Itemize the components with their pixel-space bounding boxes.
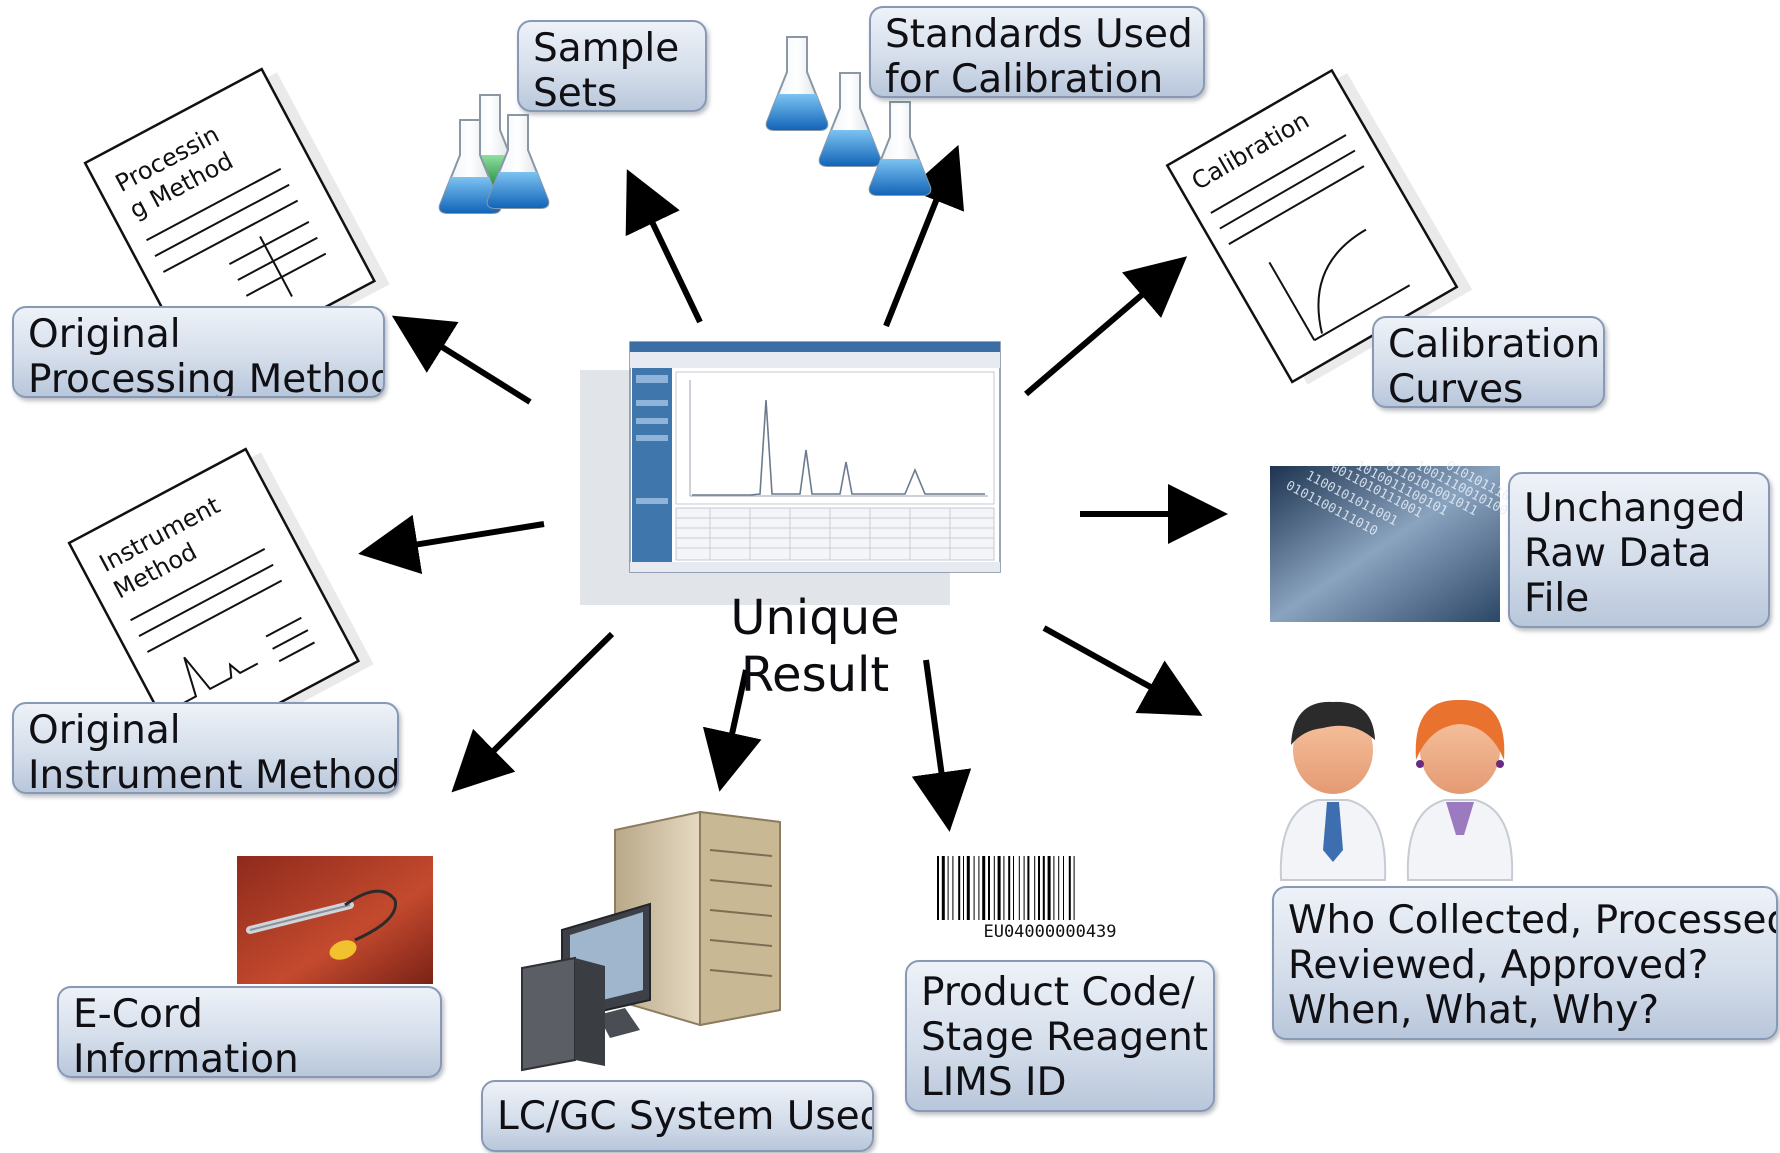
barcode-bar — [1047, 856, 1051, 920]
barcode-bar — [973, 856, 975, 920]
label-raw-data-line-1: Unchanged — [1524, 486, 1746, 531]
label-instrument-line-1: Original — [28, 708, 181, 753]
software-screenshot — [580, 341, 1001, 605]
barcode-bar — [997, 856, 1001, 920]
label-processing-line-1: Original — [28, 312, 181, 357]
barcode-icon — [937, 856, 1075, 920]
label-raw-data: Unchanged Raw Data File — [1508, 472, 1770, 628]
ecord-image — [237, 856, 433, 984]
barcode-bar — [947, 856, 949, 920]
label-product-line-2: Stage Reagent — [921, 1015, 1209, 1060]
scientists-icon — [1279, 699, 1514, 881]
barcode-bar — [1063, 856, 1064, 920]
barcode-bar — [1027, 856, 1030, 920]
barcode-bar — [1038, 856, 1040, 920]
barcode-bar — [1013, 856, 1014, 920]
label-calibration-curves: Calibration Curves — [1372, 316, 1605, 408]
barcode-bar — [993, 856, 995, 920]
arrow-to-calibration — [1024, 256, 1188, 397]
label-standards: Standards Used for Calibration — [869, 6, 1205, 98]
barcode-bar — [966, 856, 970, 920]
arrow-to-people — [1042, 625, 1203, 716]
barcode-bar — [1042, 856, 1045, 920]
label-standards-line-2: for Calibration — [885, 57, 1164, 98]
label-processing-line-2: Processing Method — [28, 357, 385, 398]
computer-server-icon — [521, 810, 781, 1072]
instrument-method-document: Instrument Method — [67, 447, 374, 759]
label-ecord-line-1: E-Cord — [73, 992, 203, 1037]
label-people-line-3: When, What, Why? — [1288, 988, 1660, 1033]
barcode-bar — [978, 856, 980, 920]
barcode-bar — [963, 856, 964, 920]
barcode-bar — [1073, 856, 1075, 920]
label-system-line-1: LC/GC System Used — [497, 1094, 874, 1139]
processing-method-document: Processin g Method — [83, 67, 390, 379]
barcode-bar — [1034, 856, 1036, 920]
barcode-bar — [1053, 856, 1055, 920]
arrows — [358, 144, 1228, 832]
barcode-bar — [937, 856, 939, 920]
arrow-to-product — [911, 659, 972, 832]
barcode-bar — [982, 856, 986, 920]
unique-result-line-1: Unique — [730, 590, 900, 646]
label-instrument-method: Original Instrument Method — [12, 702, 399, 794]
label-standards-line-1: Standards Used — [885, 12, 1193, 57]
arrow-to-ecord — [451, 631, 615, 793]
binary-data-image: 0101100111010 1100101011001 001101011100… — [1270, 458, 1540, 622]
barcode-bar — [1023, 856, 1025, 920]
label-people-line-1: Who Collected, Processed — [1288, 898, 1778, 943]
label-product-code: Product Code/ Stage Reagent LIMS ID — [905, 960, 1215, 1112]
arrow-to-instrument — [358, 514, 545, 574]
label-people: Who Collected, Processed Reviewed, Appro… — [1272, 886, 1778, 1040]
chromatogram-trace — [692, 399, 985, 496]
barcode-bar — [1058, 856, 1060, 920]
barcode-bar — [958, 856, 961, 920]
label-calibration-line-2: Curves — [1388, 367, 1524, 408]
barcode-bar — [1003, 856, 1005, 920]
unique-result-title: Unique Result — [700, 590, 930, 704]
label-sample-sets-line-1: Sample — [533, 26, 680, 71]
standards-flasks-icon — [765, 36, 932, 196]
label-ecord-line-2: Information — [73, 1037, 299, 1078]
label-raw-data-line-2: Raw Data — [1524, 531, 1712, 576]
label-ecord: E-Cord Information — [57, 986, 442, 1078]
label-product-line-1: Product Code/ — [921, 970, 1195, 1015]
label-sample-sets: Sample Sets — [517, 20, 707, 112]
unique-result-line-2: Result — [740, 647, 890, 703]
label-people-line-2: Reviewed, Approved? — [1288, 943, 1709, 988]
arrow-to-sample-sets — [625, 169, 703, 324]
label-instrument-line-2: Instrument Method — [28, 753, 399, 794]
label-raw-data-line-3: File — [1524, 576, 1590, 621]
arrow-to-system — [702, 669, 762, 792]
barcode-bar — [1068, 856, 1071, 920]
calibration-document: Calibration — [1165, 68, 1473, 385]
label-sample-sets-line-2: Sets — [533, 71, 618, 112]
label-processing-method: Original Processing Method — [12, 306, 385, 398]
arrow-to-standards — [883, 144, 965, 328]
barcode-caption: EU04000000439 — [983, 922, 1117, 942]
barcode-bar — [1018, 856, 1020, 920]
arrow-to-processing — [391, 315, 532, 405]
label-calibration-line-1: Calibration — [1388, 322, 1601, 367]
barcode-bar — [988, 856, 990, 920]
label-product-line-3: LIMS ID — [921, 1060, 1067, 1105]
barcode-bar — [952, 856, 954, 920]
barcode-bar — [941, 856, 945, 920]
sample-sets-flasks-icon — [438, 94, 550, 214]
barcode-bar — [1008, 856, 1011, 920]
label-lcgc-system: LC/GC System Used — [481, 1080, 874, 1152]
